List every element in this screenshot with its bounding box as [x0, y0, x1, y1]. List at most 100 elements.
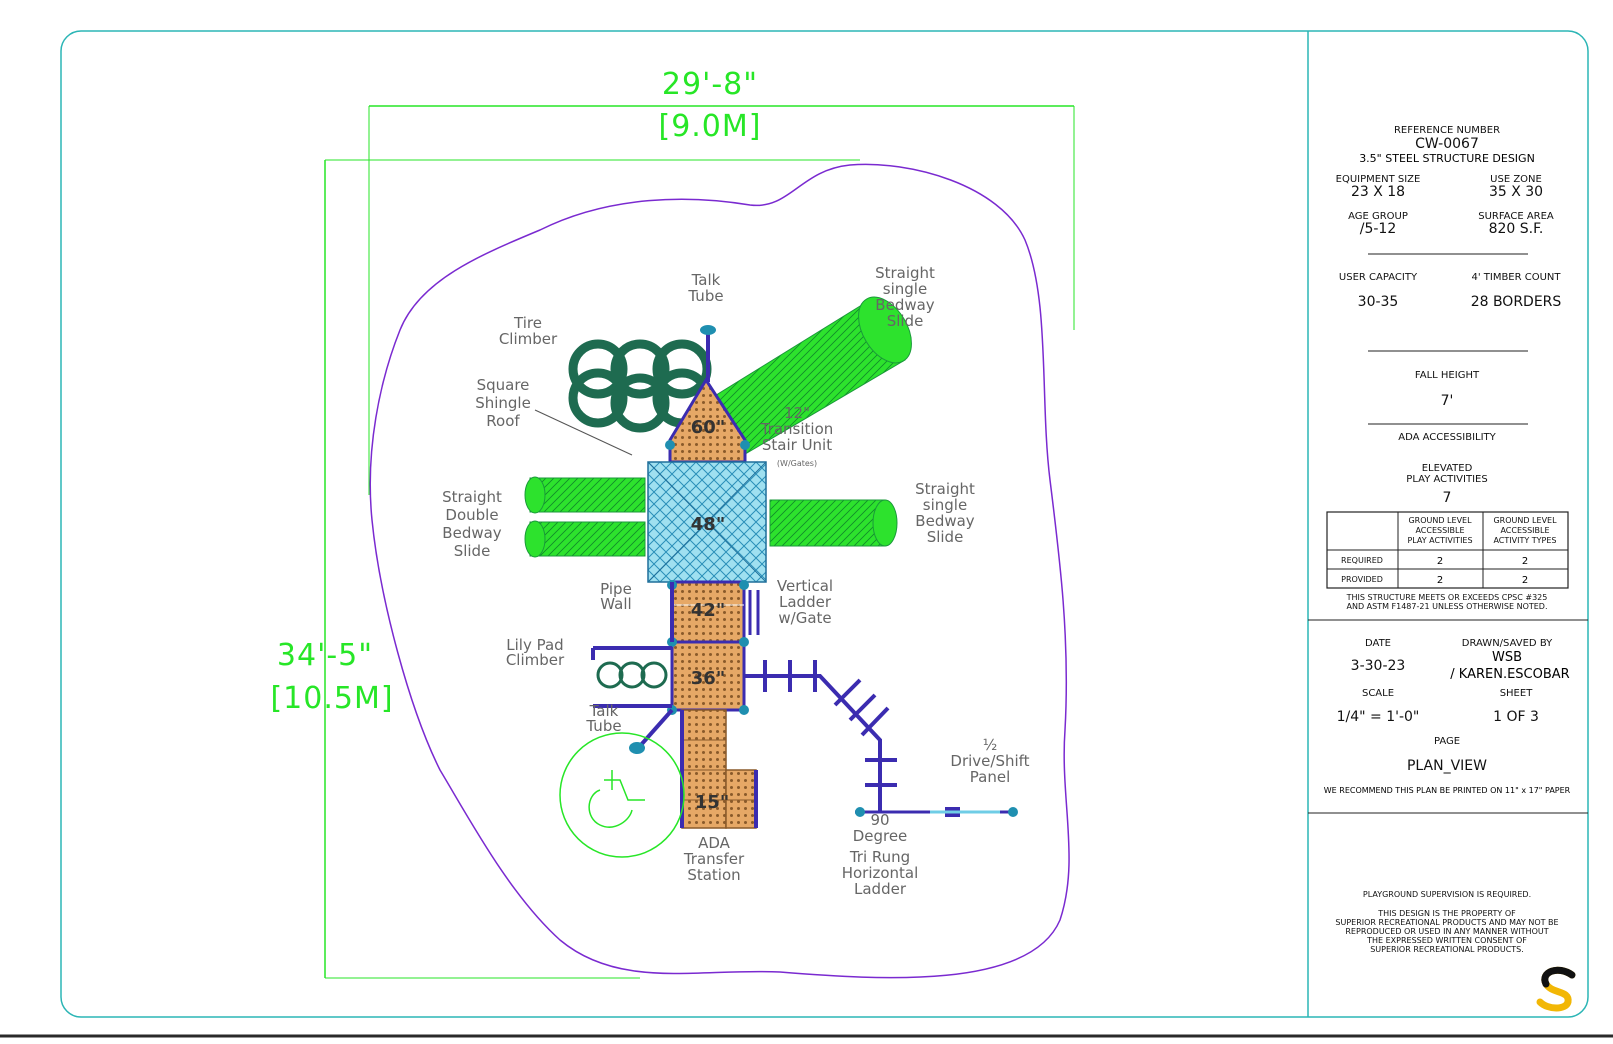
- ada-station-label-3: Station: [687, 866, 740, 884]
- table-row-provided-a: 2: [1437, 575, 1443, 586]
- stair-label-3: Stair Unit: [762, 436, 832, 454]
- slide-top-label-1: Straight: [875, 264, 935, 282]
- stair-label-1: 12": [784, 404, 810, 422]
- slide-right-label-2: single: [923, 496, 967, 514]
- ada-station-label-1: ADA: [698, 834, 731, 852]
- component-labels: Talk Tube Tire Climber Square Shingle Ro…: [442, 264, 1030, 898]
- tire-climber-label-1: Tire: [513, 314, 542, 332]
- deck-42-label: 42": [691, 600, 725, 621]
- vertical-ladder-label-3: w/Gate: [778, 609, 831, 627]
- slide-right-label-3: Bedway: [915, 512, 975, 530]
- slide-top-label-4: Slide: [887, 312, 924, 330]
- print-note: WE RECOMMEND THIS PLAN BE PRINTED ON 11"…: [1324, 786, 1571, 795]
- table-col1-line1: GROUND LEVEL: [1408, 516, 1472, 525]
- deck-48-roof: 48": [647, 461, 767, 583]
- equipment-size-value: 23 X 18: [1351, 184, 1405, 200]
- double-slide-label-1: Straight: [442, 488, 502, 506]
- legal-note-1: THIS DESIGN IS THE PROPERTY OF: [1377, 909, 1516, 918]
- deck-15-label: 15": [695, 792, 729, 813]
- legal-note-4: THE EXPRESSED WRITTEN CONSENT OF: [1366, 936, 1527, 945]
- vertical-ladder-label-1: Vertical: [777, 577, 833, 595]
- vertical-ladder-label-2: Ladder: [779, 593, 832, 611]
- table-col1-line2: ACCESSIBLE: [1415, 526, 1464, 535]
- lily-pad-climber: [591, 646, 672, 708]
- talk-tube-top: [700, 325, 716, 382]
- elevated-label-1: ELEVATED: [1422, 463, 1473, 474]
- ada-transfer-station: 15": [680, 709, 758, 829]
- table-col2-line2: ACCESSIBLE: [1500, 526, 1549, 535]
- double-slide-label-4: Slide: [454, 542, 491, 560]
- pipe-wall-label-1: Pipe: [600, 580, 632, 598]
- depth-dimension: 34'-5" [10.5M]: [270, 159, 860, 979]
- design-type: 3.5" STEEL STRUCTURE DESIGN: [1359, 152, 1535, 165]
- double-slide-label-3: Bedway: [442, 524, 502, 542]
- slide-right-label-4: Slide: [927, 528, 964, 546]
- page-value: PLAN_VIEW: [1407, 758, 1487, 774]
- table-row-required-b: 2: [1522, 556, 1528, 567]
- depth-ft-label: 34'-5": [277, 638, 373, 673]
- talk-tube-low-label-2: Tube: [585, 717, 621, 735]
- surface-area-label: SURFACE AREA: [1478, 211, 1554, 222]
- roof-leader-line: [534, 409, 633, 456]
- table-row-provided-b: 2: [1522, 575, 1528, 586]
- drawn-by-value-1: WSB: [1492, 650, 1522, 665]
- use-zone-value: 35 X 30: [1489, 184, 1543, 200]
- vertical-ladder: [748, 590, 760, 635]
- elevated-value: 7: [1443, 490, 1452, 506]
- use-zone-boundary: [369, 163, 1070, 979]
- page-label: PAGE: [1434, 736, 1460, 747]
- hladder-label-3: Tri Rung: [849, 848, 910, 866]
- talk-tube-top-label-1: Talk: [691, 271, 721, 289]
- table-col2-line1: GROUND LEVEL: [1493, 516, 1557, 525]
- talk-tube-top-label-2: Tube: [687, 287, 723, 305]
- width-ft-label: 29'-8": [662, 67, 758, 102]
- user-capacity-label: USER CAPACITY: [1339, 272, 1418, 283]
- ref-number-value: CW-0067: [1415, 136, 1479, 152]
- use-zone-label: USE ZONE: [1490, 174, 1542, 185]
- lily-pad-label-1: Lily Pad: [506, 636, 563, 654]
- drawn-by-label: DRAWN/SAVED BY: [1462, 638, 1553, 649]
- sheet-value: 1 OF 3: [1493, 709, 1539, 725]
- timber-count-label: 4' TIMBER COUNT: [1471, 272, 1561, 283]
- drive-panel-label-1: ½: [983, 736, 998, 754]
- talk-tube-low: [629, 708, 674, 754]
- table-row-required-label: REQUIRED: [1341, 556, 1383, 565]
- hladder-label-1: 90: [870, 811, 889, 829]
- deck-36: 36": [670, 640, 746, 712]
- superior-logo: [1536, 966, 1576, 1012]
- date-label: DATE: [1365, 638, 1391, 649]
- width-dimension: 29'-8" [9.0M]: [368, 67, 1075, 495]
- depth-m-label: [10.5M]: [270, 681, 393, 716]
- cpsc-note-1: THIS STRUCTURE MEETS OR EXCEEDS CPSC #32…: [1346, 593, 1548, 602]
- surface-area-value: 820 S.F.: [1489, 221, 1544, 237]
- roof-label-1: Square: [477, 376, 530, 394]
- ada-station-label-2: Transfer: [683, 850, 745, 868]
- horizontal-ladder: [744, 660, 1013, 814]
- sheet-label: SHEET: [1500, 688, 1534, 699]
- user-capacity-value: 30-35: [1358, 294, 1399, 310]
- sheet-border: [0, 30, 1613, 1038]
- stair-label-2: Transition: [760, 420, 834, 438]
- slide-right-label-1: Straight: [915, 480, 975, 498]
- supervision-note: PLAYGROUND SUPERVISION IS REQUIRED.: [1363, 890, 1531, 899]
- straight-double-slide: [524, 476, 646, 558]
- age-group-value: /5-12: [1360, 221, 1397, 237]
- legal-note-2: SUPERIOR RECREATIONAL PRODUCTS AND MAY N…: [1335, 918, 1558, 927]
- equipment-size-label: EQUIPMENT SIZE: [1336, 174, 1421, 185]
- deck-36-label: 36": [691, 668, 725, 689]
- straight-single-slide-right: [769, 499, 898, 547]
- drive-shift-panel: [855, 807, 1018, 817]
- table-row-provided-label: PROVIDED: [1341, 575, 1383, 584]
- timber-count-value: 28 BORDERS: [1471, 294, 1562, 310]
- lily-pad-label-2: Climber: [506, 651, 565, 669]
- ref-number-label: REFERENCE NUMBER: [1394, 125, 1500, 136]
- ada-accessibility-label: ADA ACCESSIBILITY: [1398, 432, 1496, 443]
- stair-gates-label: (W/Gates): [777, 459, 817, 468]
- fall-height-label: FALL HEIGHT: [1415, 370, 1480, 381]
- date-value: 3-30-23: [1351, 658, 1406, 674]
- hladder-label-4: Horizontal: [842, 864, 919, 882]
- age-group-label: AGE GROUP: [1348, 211, 1408, 222]
- drive-panel-label-3: Panel: [970, 768, 1010, 786]
- tire-climber-label-2: Climber: [499, 330, 558, 348]
